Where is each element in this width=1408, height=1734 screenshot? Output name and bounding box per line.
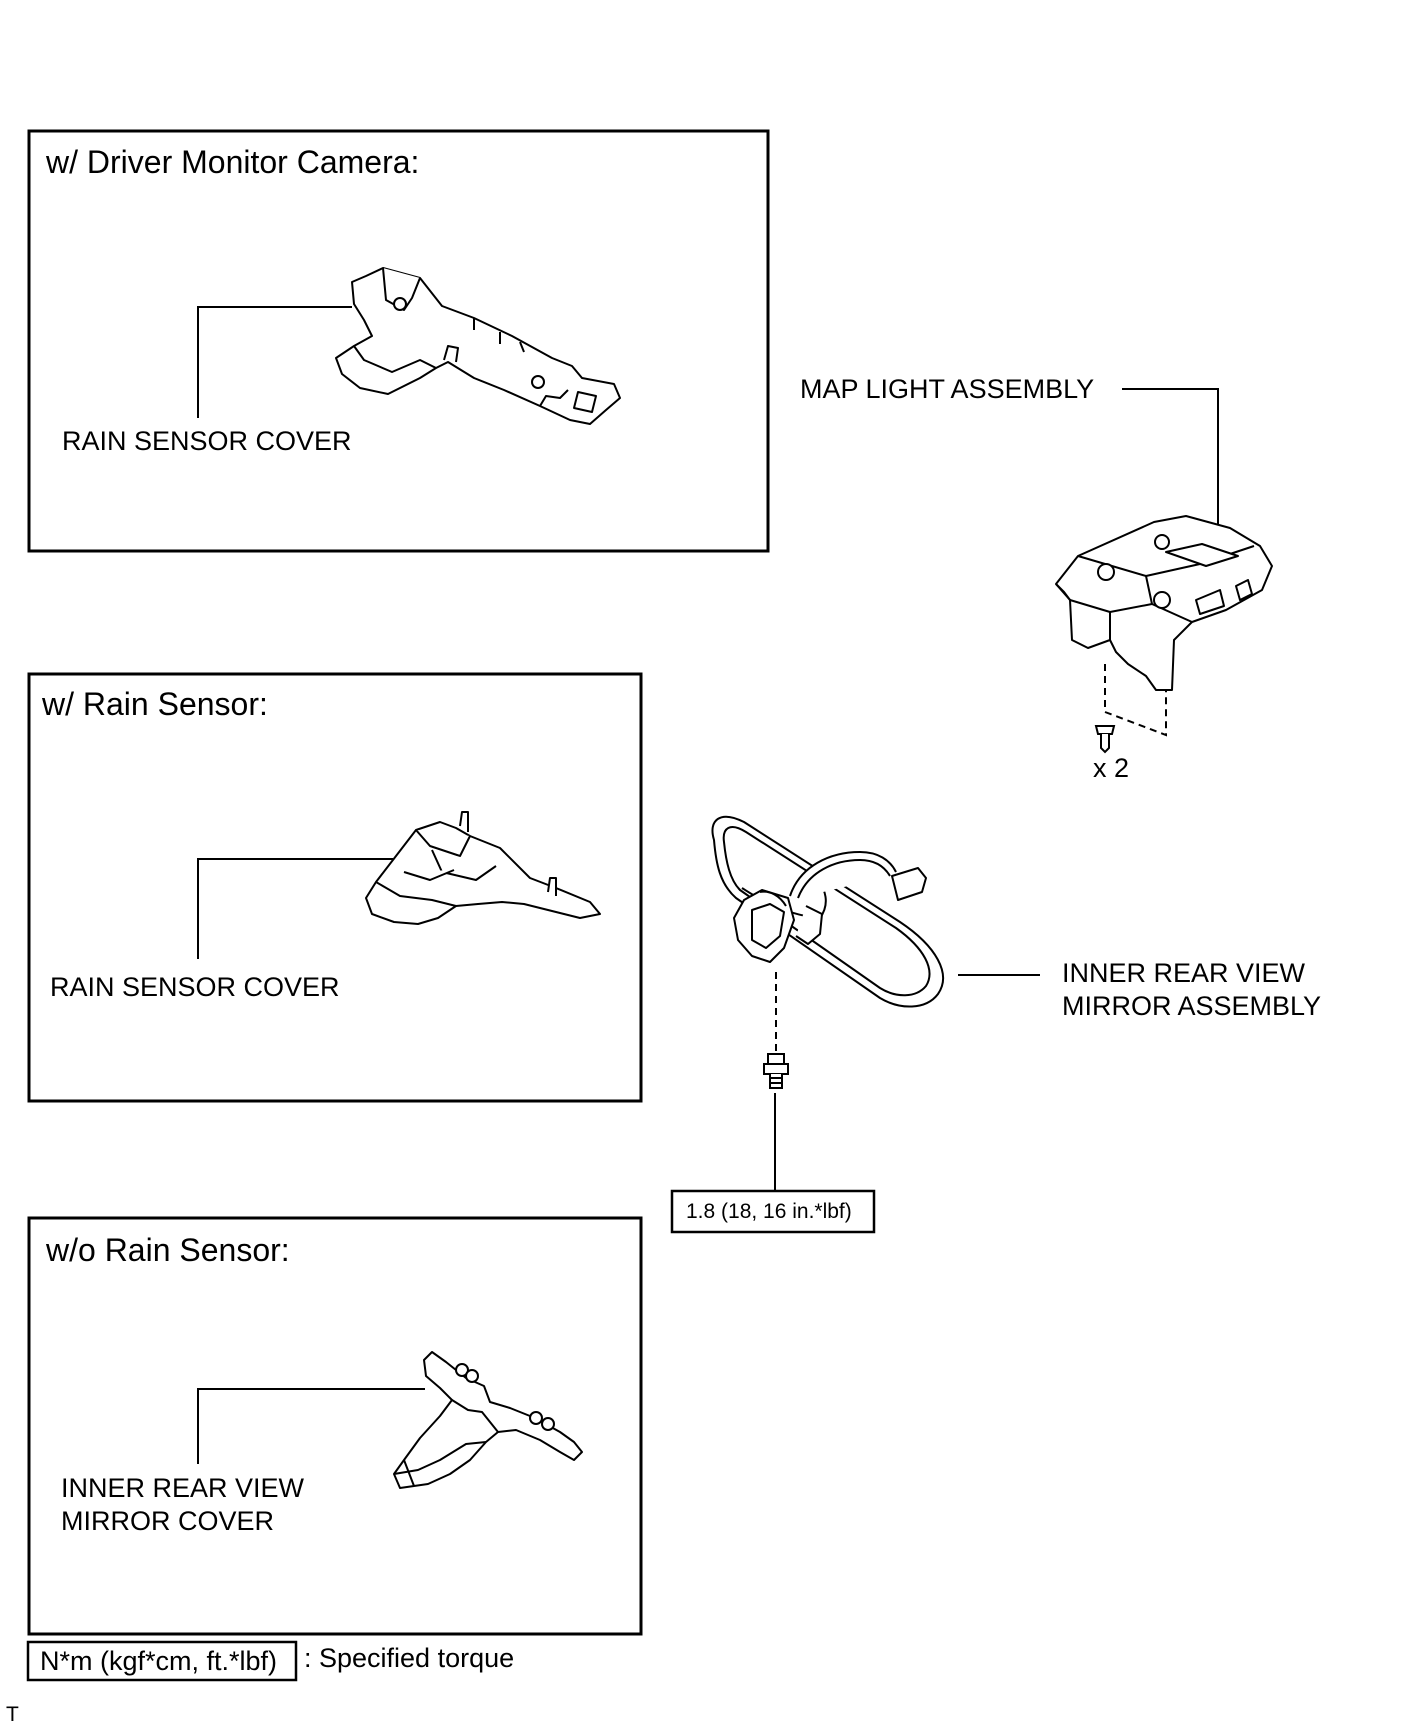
mirror-assembly-drawing xyxy=(711,815,944,1008)
torque-value: 1.8 (18, 16 in.*lbf) xyxy=(686,1200,852,1223)
map-light-screw-drawing xyxy=(1094,725,1116,754)
mirror-cover-drawing xyxy=(393,1351,583,1489)
label-rain-sensor-cover-rs: RAIN SENSOR COVER xyxy=(50,972,340,1002)
rain-sensor-cover-rs-drawing xyxy=(365,811,601,925)
legend-description: : Specified torque xyxy=(304,1643,515,1673)
label-mirror-cover-line1: INNER REAR VIEW xyxy=(61,1473,305,1503)
torque-box xyxy=(670,1189,876,1234)
legend-unit-box xyxy=(26,1640,298,1682)
leader-rain-sensor xyxy=(197,858,393,959)
legend-unit-text: N*m (kgf*cm, ft.*lbf) xyxy=(40,1646,278,1676)
panel-rain-sensor-frame xyxy=(27,672,643,1103)
map-light-drawing xyxy=(1055,515,1273,691)
dash-map-light-screws xyxy=(1104,664,1167,737)
leader-mirror-cover xyxy=(197,1388,425,1464)
label-screw-quantity: x 2 xyxy=(1093,753,1130,783)
label-mirror-cover-line2: MIRROR COVER xyxy=(61,1506,275,1536)
footer-mark: T xyxy=(6,1703,19,1726)
leader-driver-monitor xyxy=(197,306,352,418)
mirror-bolt-drawing xyxy=(763,1053,789,1089)
panel-title-no-rain-sensor: w/o Rain Sensor: xyxy=(46,1232,290,1268)
label-mirror-assembly-line1: INNER REAR VIEW xyxy=(1062,958,1306,988)
label-rain-sensor-cover-dmc: RAIN SENSOR COVER xyxy=(62,426,352,456)
panel-driver-monitor-frame xyxy=(27,129,770,553)
label-map-light: MAP LIGHT ASSEMBLY xyxy=(800,374,1095,404)
label-mirror-assembly-line2: MIRROR ASSEMBLY xyxy=(1062,991,1322,1021)
panel-title-rain-sensor: w/ Rain Sensor: xyxy=(42,686,268,722)
panel-title-driver-monitor: w/ Driver Monitor Camera: xyxy=(46,144,420,180)
leader-map-light xyxy=(1122,388,1219,538)
panel-no-rain-sensor-frame xyxy=(27,1216,643,1636)
rain-sensor-cover-dmc-drawing xyxy=(335,267,621,425)
